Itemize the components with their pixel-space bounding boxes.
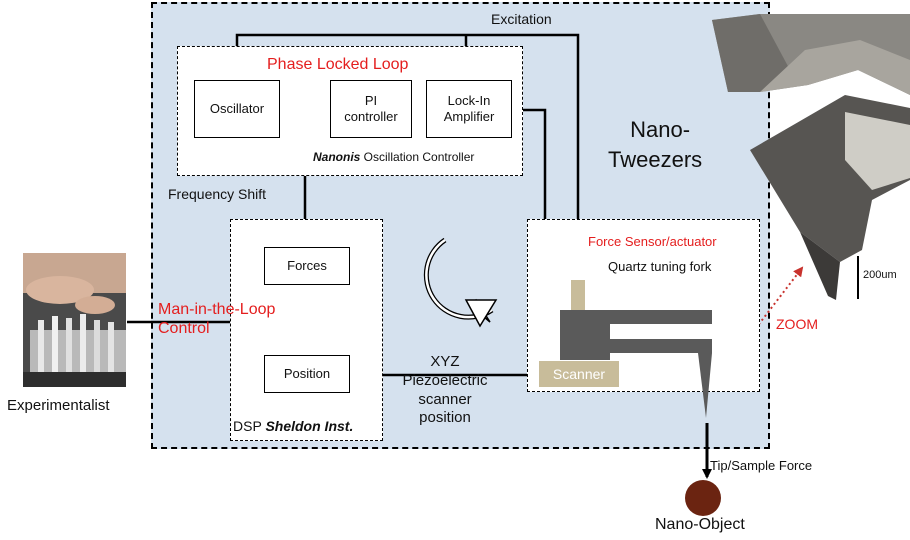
nanonis-brand: Nanonis [313, 150, 361, 164]
quartz-label: Quartz tuning fork [608, 259, 712, 274]
dsp-label: DSP Sheldon Inst. [233, 418, 353, 434]
lock-in-label: Lock-In [447, 92, 491, 108]
oscillator-label: Oscillator [209, 100, 265, 116]
tip-sample-force-label: Tip/Sample Force [710, 458, 813, 473]
amplifier-label: Amplifier [443, 109, 495, 124]
force-sensor-label: Force Sensor/actuator [588, 234, 717, 249]
pi-controller-label: controller [344, 109, 398, 124]
lock-in-amplifier-block: Lock-In Amplifier [426, 80, 512, 138]
scale-label: 200um [863, 269, 897, 281]
forces-label: Forces [287, 257, 327, 273]
pi-label: PI [364, 92, 378, 108]
zoom-label: ZOOM [776, 316, 818, 332]
nano-object-label: Nano-Object [655, 516, 745, 533]
xyz-line4: position [419, 409, 471, 427]
xyz-label: XYZ Piezoelectric scanner position [390, 353, 500, 428]
nanonis-rest: Oscillation Controller [360, 150, 475, 164]
force-sensor-box [527, 219, 760, 392]
oscillator-block: Oscillator [194, 80, 280, 138]
dsp-brand: Sheldon Inst. [265, 418, 354, 434]
scanner-block: Scanner [539, 361, 619, 387]
xyz-line1: XYZ [430, 353, 460, 370]
scanner-label: Scanner [552, 366, 606, 382]
nano-tweezers-line2: Tweezers [608, 146, 703, 172]
experimentalist-label: Experimentalist [7, 397, 110, 414]
pi-controller-block: PI controller [330, 80, 412, 138]
pll-label: Phase Locked Loop [267, 56, 409, 73]
xyz-line3: scanner [418, 390, 472, 408]
man-in-the-loop-label: Man-in-the-Loop Control [158, 300, 275, 338]
nano-tweezers-line1: Nano- [630, 117, 691, 142]
nano-tweezers-title: Nano- Tweezers [608, 115, 702, 174]
dsp-prefix: DSP [233, 418, 266, 434]
forces-block: Forces [264, 247, 350, 285]
nanonis-label: Nanonis Oscillation Controller [313, 150, 474, 164]
man-in-the-loop-line2: Control [158, 320, 210, 338]
position-label: Position [283, 365, 331, 381]
xyz-line2: Piezoelectric [402, 371, 488, 389]
excitation-label: Excitation [491, 11, 552, 27]
frequency-shift-label: Frequency Shift [168, 186, 267, 202]
man-in-the-loop-line1: Man-in-the-Loop [158, 301, 276, 318]
position-block: Position [264, 355, 350, 393]
